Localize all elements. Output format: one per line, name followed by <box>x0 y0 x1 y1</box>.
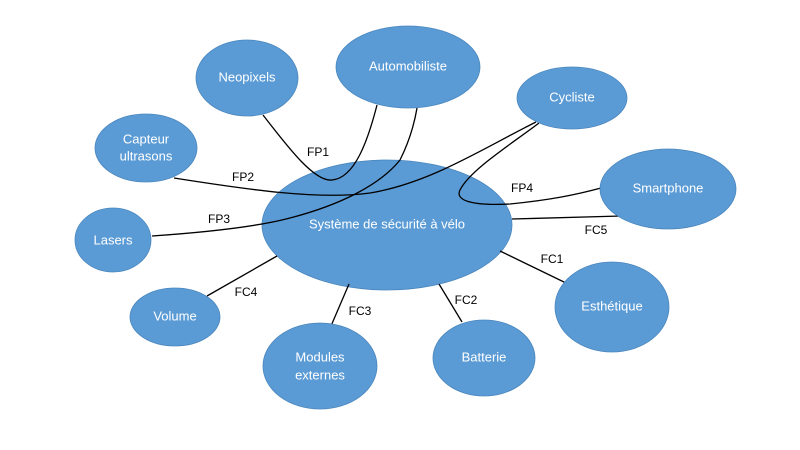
node-automobiliste-label: Automobiliste <box>369 58 447 73</box>
link-fp4 <box>458 122 602 206</box>
node-esthetique[interactable]: Esthétique <box>554 261 670 353</box>
node-neopixels[interactable]: Neopixels <box>195 39 299 117</box>
node-neopixels-shape <box>195 39 299 117</box>
node-cycliste[interactable]: Cycliste <box>516 66 628 130</box>
node-esthetique-label: Esthétique <box>581 298 642 313</box>
link-labels: FP1 FP2 FP3 FP4 FC5 FC1 FC2 FC3 FC4 <box>208 145 608 318</box>
link-label-fc3: FC3 <box>349 304 372 318</box>
node-modules-label-line2: externes <box>295 367 345 382</box>
node-systeme[interactable]: Système de sécurité à vélo <box>261 159 513 291</box>
node-lasers-label: Lasers <box>93 232 133 247</box>
node-volume-shape <box>129 287 221 347</box>
node-batterie[interactable]: Batterie <box>432 319 536 397</box>
node-lasers-shape <box>74 207 152 273</box>
node-automobiliste[interactable]: Automobiliste <box>335 25 481 109</box>
node-capteur-label-line2: ultrasons <box>120 148 173 163</box>
link-label-fp2: FP2 <box>232 170 254 184</box>
link-label-fc4: FC4 <box>235 285 258 299</box>
link-fp1 <box>262 104 378 181</box>
link-label-fc5: FC5 <box>585 223 608 237</box>
node-modules-shape <box>262 322 378 410</box>
link-label-fp1: FP1 <box>307 145 329 159</box>
node-batterie-label: Batterie <box>462 349 507 364</box>
link-fc3 <box>330 283 350 327</box>
link-label-fp3: FP3 <box>208 212 230 226</box>
link-fc2 <box>438 283 463 323</box>
link-label-fp4: FP4 <box>511 181 533 195</box>
link-fp2 <box>173 121 537 196</box>
node-automobiliste-shape <box>335 25 481 109</box>
link-fp3 <box>151 107 418 237</box>
node-esthetique-shape <box>554 261 670 353</box>
node-volume-label: Volume <box>153 308 196 323</box>
node-cycliste-label: Cycliste <box>549 89 595 104</box>
node-modules-externes[interactable]: Modules externes <box>262 322 378 410</box>
node-smartphone[interactable]: Smartphone <box>599 148 737 230</box>
node-smartphone-shape <box>599 148 737 230</box>
link-fc5 <box>511 215 622 220</box>
node-capteur-shape <box>94 113 198 183</box>
link-fc4 <box>206 255 278 297</box>
node-modules-label-line1: Modules <box>295 349 345 364</box>
links <box>151 104 622 327</box>
link-fc1 <box>499 250 567 284</box>
node-capteur-label-line1: Capteur <box>123 131 170 146</box>
node-systeme-shape <box>261 159 513 291</box>
link-label-fc2: FC2 <box>455 293 478 307</box>
link-label-fc1: FC1 <box>541 252 564 266</box>
node-batterie-shape <box>432 319 536 397</box>
node-capteur-ultrasons[interactable]: Capteur ultrasons <box>94 113 198 183</box>
node-smartphone-label: Smartphone <box>633 180 704 195</box>
node-systeme-label: Système de sécurité à vélo <box>309 216 465 231</box>
node-lasers[interactable]: Lasers <box>74 207 152 273</box>
node-volume[interactable]: Volume <box>129 287 221 347</box>
node-cycliste-shape <box>516 66 628 130</box>
node-neopixels-label: Neopixels <box>218 69 276 84</box>
